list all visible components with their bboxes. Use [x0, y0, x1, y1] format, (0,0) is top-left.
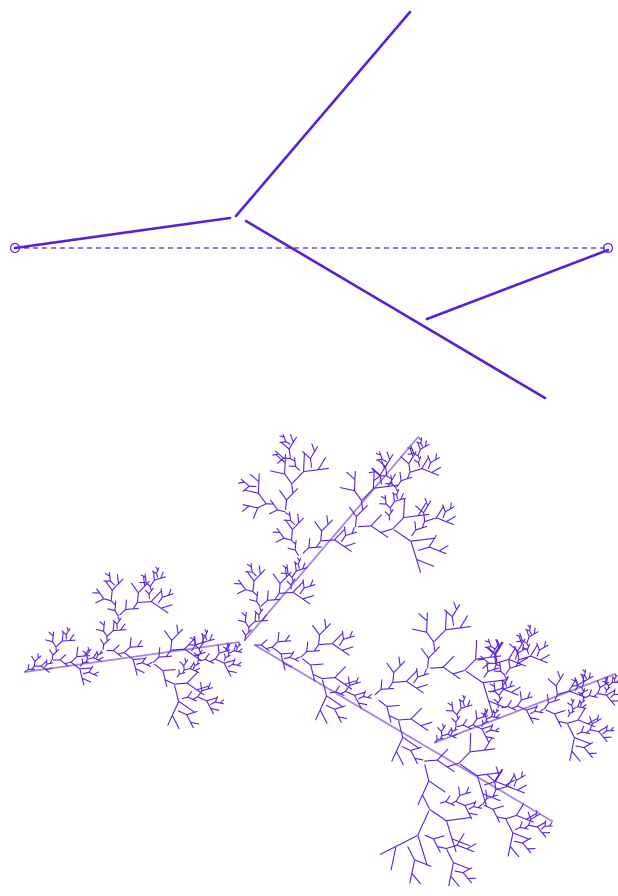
generator-segment-1	[15, 218, 230, 248]
fractal-branches-group	[25, 434, 618, 886]
fractal-trunk-2	[245, 437, 418, 640]
generator-segments-group	[15, 12, 608, 398]
generator-segment-2	[236, 12, 410, 216]
generator-segment-4	[427, 250, 608, 319]
generator-diagram	[0, 0, 618, 410]
fractal-diagram	[0, 410, 618, 896]
